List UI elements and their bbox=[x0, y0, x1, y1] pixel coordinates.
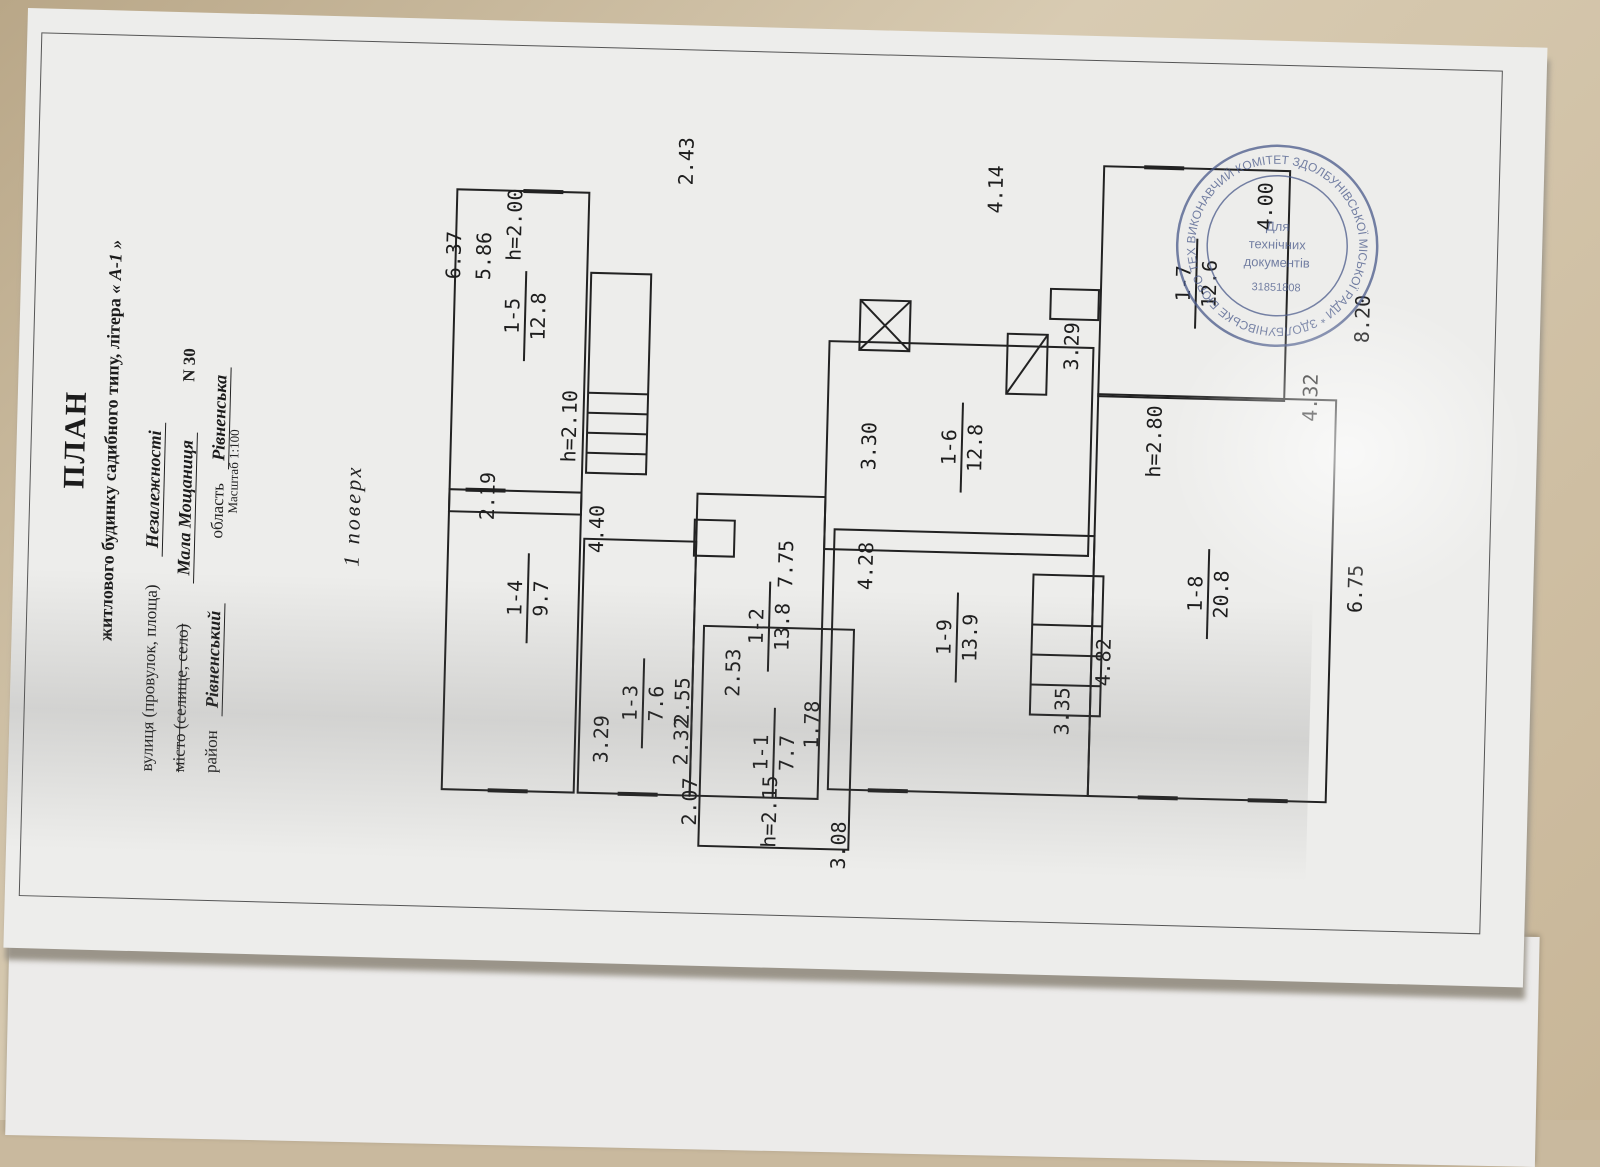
dim-2-07: 2.07 bbox=[676, 777, 703, 826]
dim-2-43: 2.43 bbox=[673, 136, 699, 186]
dim-7-75: 7.75 bbox=[773, 539, 799, 589]
room-1-3: 1-3 7.6 bbox=[617, 658, 670, 749]
stamp-code: 31851808 bbox=[1251, 281, 1300, 294]
dim-3-30: 3.30 bbox=[856, 421, 882, 471]
room-1-2: 1-2 13.8 bbox=[743, 581, 796, 673]
room-1-4: 1-4 9.7 bbox=[502, 553, 554, 644]
room-area: 12.8 bbox=[959, 402, 988, 494]
room-area: 13.8 bbox=[766, 581, 796, 673]
room-area: 7.6 bbox=[640, 658, 670, 749]
room-id: 1-6 bbox=[936, 428, 962, 466]
dim-3-29b: 3.29 bbox=[588, 714, 614, 764]
room-id: 1-3 bbox=[617, 684, 643, 722]
dim-h-2-00: h=2.00 bbox=[501, 188, 528, 262]
dim-2-19: 2.19 bbox=[474, 471, 501, 521]
dim-h-2-15: h=2.15 bbox=[756, 775, 783, 848]
room-area: 13.9 bbox=[954, 592, 984, 684]
rotated-document: ПЛАН житлового будинку садибного типу, л… bbox=[3, 8, 1547, 928]
room-1-9-wall bbox=[826, 528, 1096, 798]
room-1-5: 1-5 12.8 bbox=[499, 270, 552, 362]
stamp-line-3: документів bbox=[1244, 254, 1311, 271]
dim-6-75: 6.75 bbox=[1342, 564, 1368, 614]
dim-4-82: 4.82 bbox=[1090, 637, 1116, 687]
dim-4-40: 4.40 bbox=[583, 504, 610, 554]
room-area: 12.8 bbox=[522, 271, 552, 362]
document-page: ПЛАН житлового будинку садибного типу, л… bbox=[3, 8, 1548, 988]
dim-6-37: 6.37 bbox=[441, 230, 467, 280]
room-1-6: 1-6 12.8 bbox=[936, 402, 988, 494]
floor-plan bbox=[440, 165, 1338, 851]
stamp-line-2: технічних bbox=[1249, 236, 1307, 253]
dim-2-32: 2.32 bbox=[668, 716, 694, 766]
dim-3-29a: 3.29 bbox=[1058, 321, 1085, 371]
room-id: 1-4 bbox=[502, 579, 528, 617]
room-1-1-wall bbox=[697, 624, 856, 851]
dim-h-2-80: h=2.80 bbox=[1141, 405, 1167, 478]
stove-block-2 bbox=[1049, 287, 1101, 322]
dim-3-35: 3.35 bbox=[1049, 686, 1075, 736]
dim-h-2-10: h=2.10 bbox=[556, 389, 583, 463]
chimney-block bbox=[858, 298, 912, 353]
room-area: 9.7 bbox=[525, 553, 554, 644]
porch-steps bbox=[584, 271, 653, 476]
dim-2-53: 2.53 bbox=[720, 648, 746, 697]
room-1-9: 1-9 13.9 bbox=[931, 592, 984, 684]
room-area: 20.8 bbox=[1205, 549, 1235, 640]
dim-4-32: 4.32 bbox=[1297, 373, 1323, 423]
room-id: 1-9 bbox=[931, 618, 957, 656]
room-id: 1-2 bbox=[743, 607, 769, 645]
dim-1-78: 1.78 bbox=[798, 700, 825, 750]
dim-5-86: 5.86 bbox=[471, 231, 497, 281]
room-id: 1-8 bbox=[1182, 575, 1208, 613]
room-id: 1-5 bbox=[499, 297, 525, 335]
room-1-2-wall bbox=[688, 492, 827, 800]
stair-block bbox=[1005, 332, 1049, 396]
dim-4-14: 4.14 bbox=[982, 164, 1009, 214]
room-1-8: 1-8 20.8 bbox=[1182, 548, 1235, 640]
dim-3-08: 3.08 bbox=[825, 821, 851, 870]
stamp-line-1: Для bbox=[1266, 218, 1290, 234]
office-stamp: ВИКОНАВЧИЙ КОМІТЕТ ЗДОЛБУНІВСЬКОЇ МІСЬКО… bbox=[1169, 138, 1379, 348]
side-entrance bbox=[1028, 573, 1105, 718]
room-1-6-wall bbox=[823, 340, 1095, 557]
stove-block-1 bbox=[692, 518, 736, 558]
dim-4-28: 4.28 bbox=[853, 541, 879, 591]
